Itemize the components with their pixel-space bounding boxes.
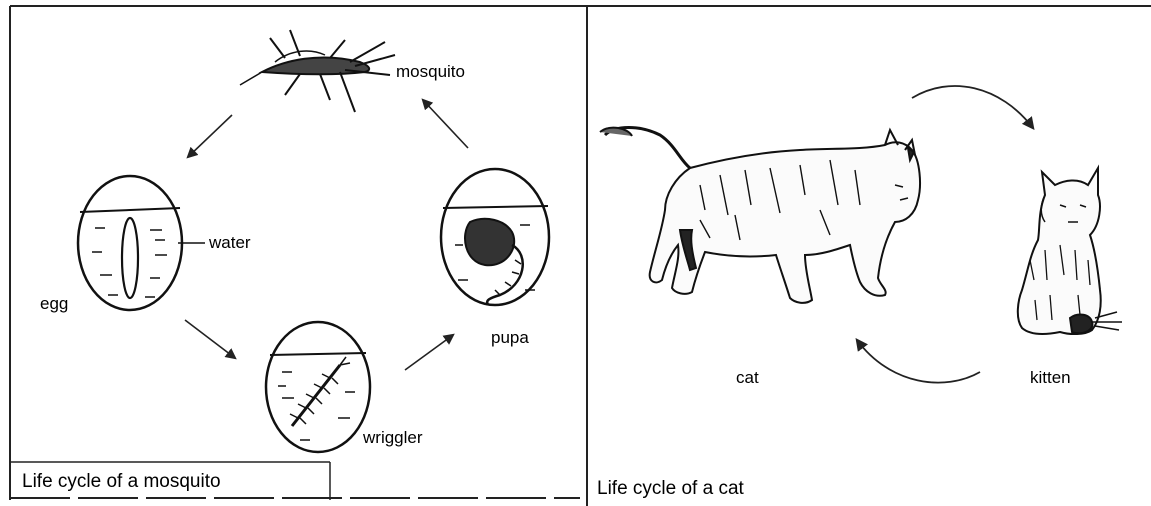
pupa-label: pupa bbox=[491, 328, 529, 347]
water-label: water bbox=[208, 233, 251, 252]
mosquito-adult-illustration bbox=[240, 30, 395, 112]
cat-caption: Life cycle of a cat bbox=[597, 478, 745, 499]
cat-illustration bbox=[600, 128, 920, 303]
mosquito-caption: Life cycle of a mosquito bbox=[22, 471, 221, 492]
kitten-label: kitten bbox=[1030, 368, 1071, 387]
kitten-illustration bbox=[1018, 168, 1122, 334]
wriggler-label: wriggler bbox=[362, 428, 423, 447]
cat-label: cat bbox=[736, 368, 759, 387]
wriggler-illustration bbox=[266, 322, 370, 452]
egg-label: egg bbox=[40, 294, 68, 313]
egg-illustration bbox=[78, 176, 205, 310]
pupa-illustration bbox=[441, 169, 549, 305]
mosquito-label: mosquito bbox=[396, 62, 465, 81]
